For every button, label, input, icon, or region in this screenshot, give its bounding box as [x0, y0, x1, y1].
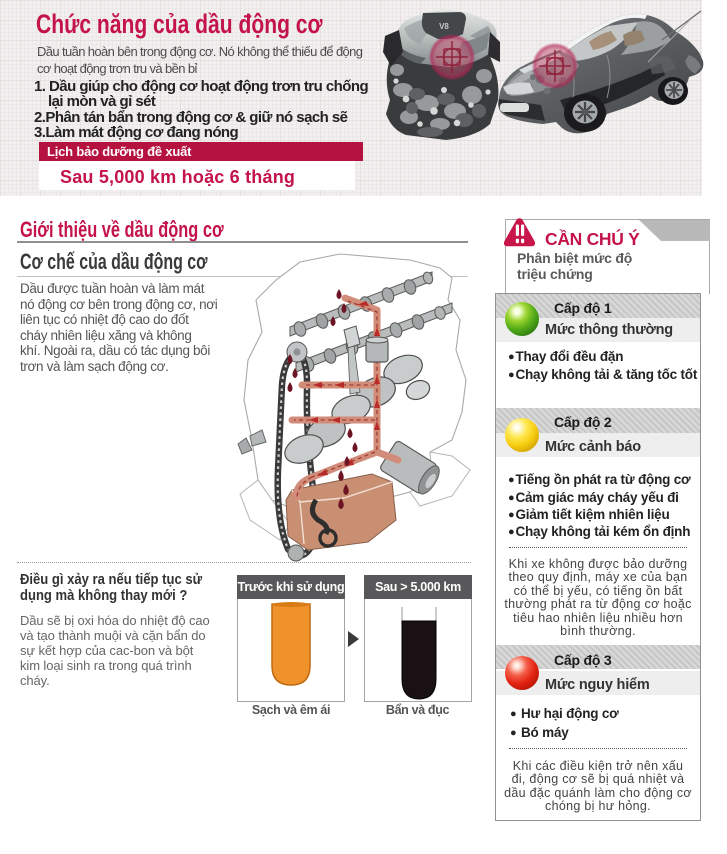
svg-text:V8: V8: [439, 22, 449, 31]
